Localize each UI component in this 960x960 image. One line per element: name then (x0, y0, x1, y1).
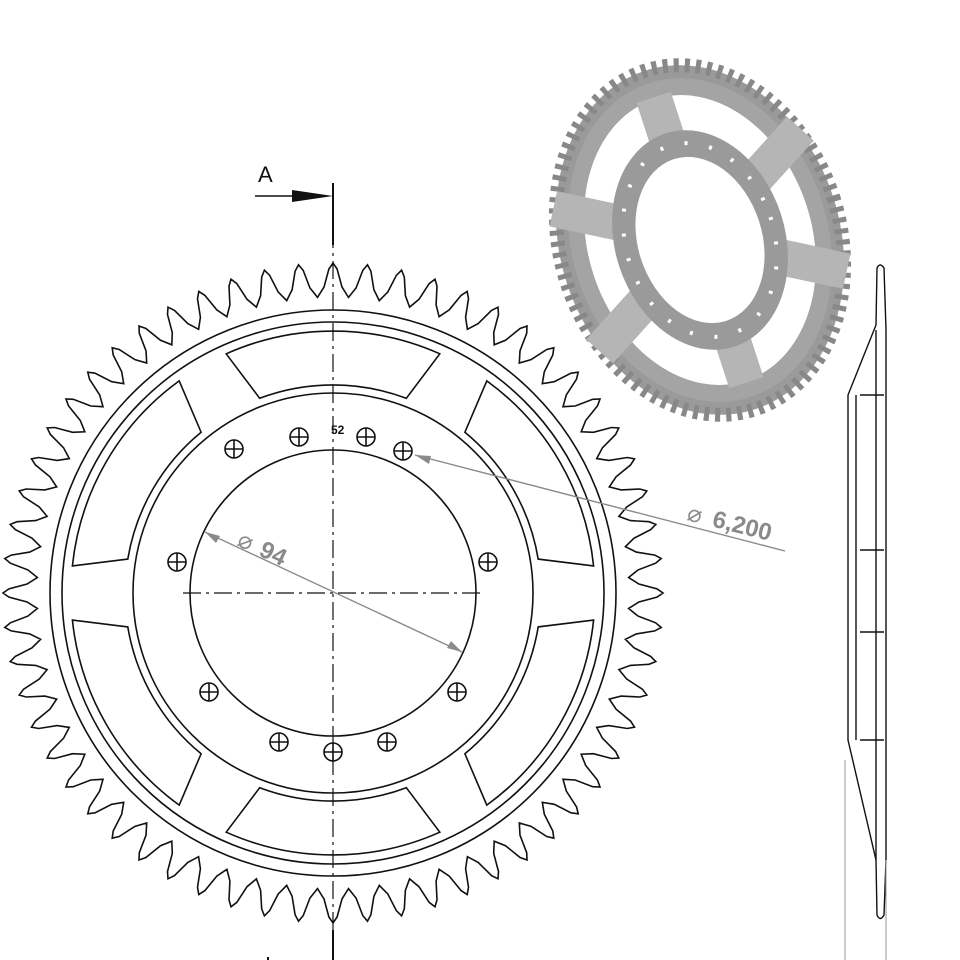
pocket (224, 786, 442, 856)
bolt-hole (289, 427, 309, 447)
bolt-hole (377, 732, 397, 752)
bolt-hole (393, 441, 413, 461)
bolt-holes (167, 427, 498, 762)
section-marker-a: A (255, 162, 334, 960)
pocket (463, 379, 595, 567)
center-lines (183, 230, 485, 960)
bolt-hole (269, 732, 289, 752)
diameter-symbol-2: ⌀ (685, 500, 706, 530)
pocket (463, 619, 595, 807)
lightening-pockets (71, 330, 595, 856)
section-label: A (258, 162, 273, 187)
bolt-hole (167, 552, 187, 572)
pocket (224, 330, 442, 400)
sprocket-side-view (844, 264, 887, 960)
bore-diameter-value: 94 (255, 536, 291, 572)
bolt-hole (478, 552, 498, 572)
bolt-hole (199, 682, 219, 702)
pocket (71, 379, 203, 567)
bolt-hole-diameter-dimension: ⌀ 6,200 (414, 454, 786, 552)
diameter-symbol: ⌀ (233, 526, 258, 557)
sprocket-3d-render (548, 58, 852, 422)
pocket (71, 619, 203, 807)
bolt-hole (224, 439, 244, 459)
sprocket-teeth-outline (1, 261, 665, 925)
tooth-count-label: 52 (331, 423, 345, 437)
bolt-hole (356, 427, 376, 447)
bolt-hole (447, 682, 467, 702)
